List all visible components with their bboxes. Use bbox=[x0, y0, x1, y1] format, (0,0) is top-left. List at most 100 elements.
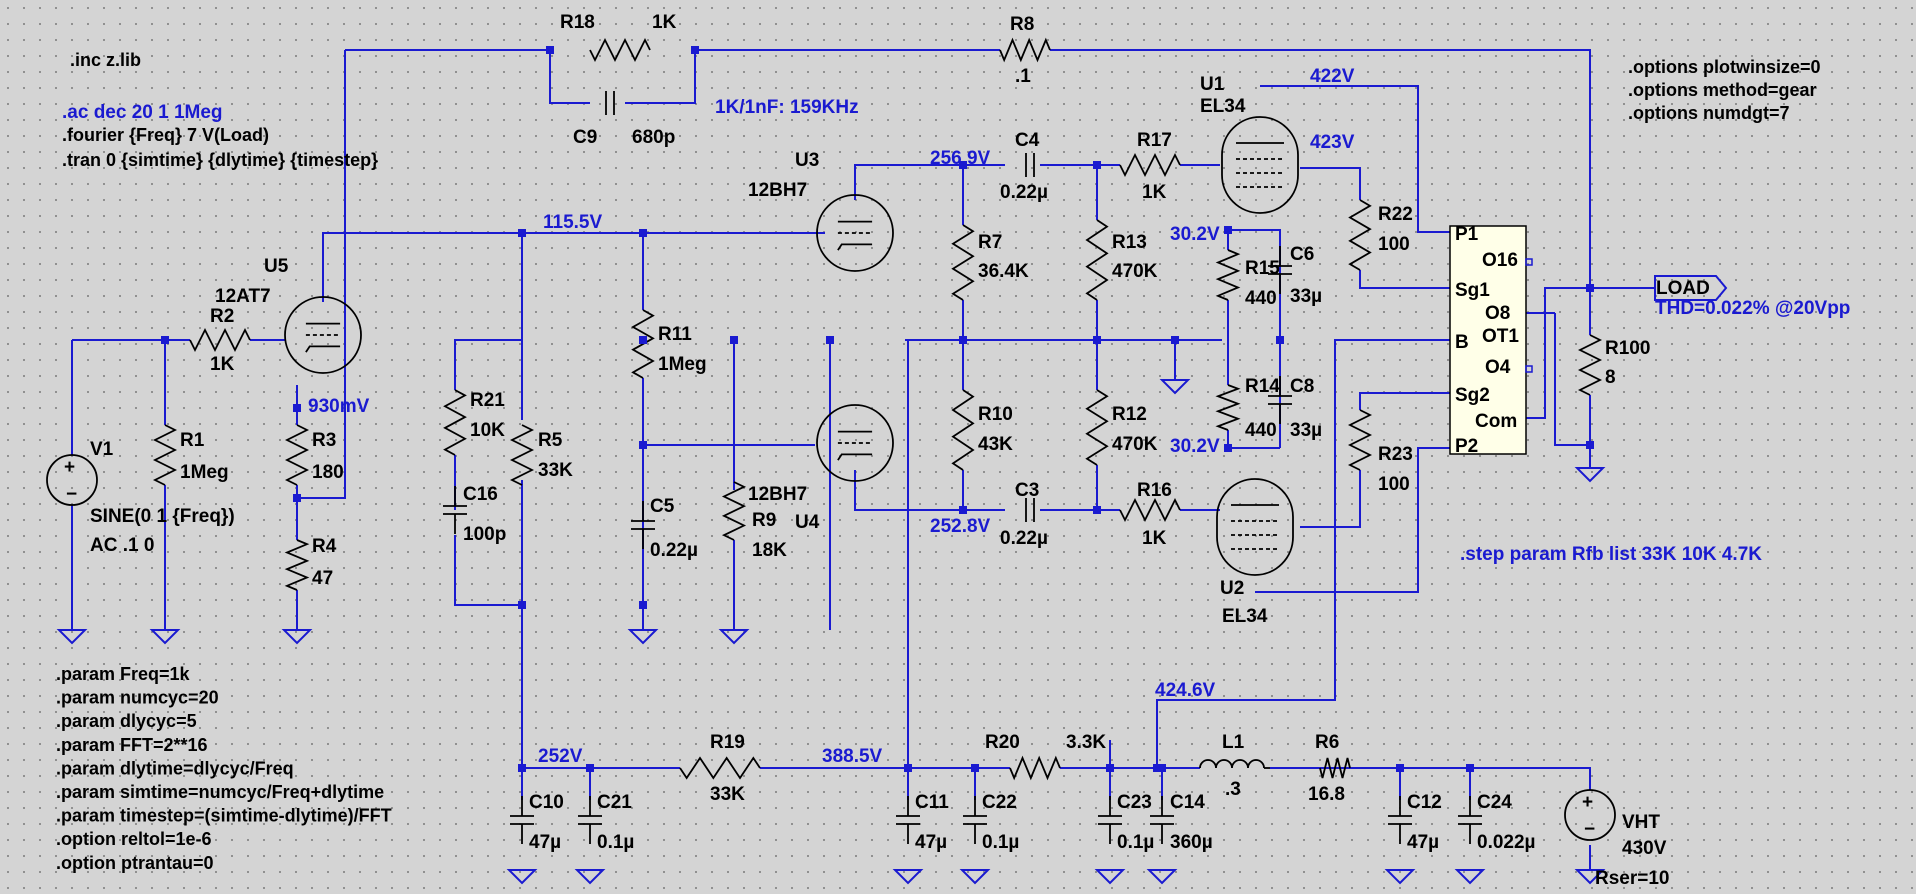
label-r22-name: R22 bbox=[1378, 204, 1413, 225]
label-u1-name: U1 bbox=[1200, 74, 1225, 95]
r12 bbox=[1085, 389, 1109, 466]
junction-10 bbox=[639, 441, 647, 449]
r16-zigzag bbox=[1119, 497, 1181, 523]
ground-0-symbol bbox=[56, 629, 88, 645]
r18 bbox=[589, 37, 651, 63]
ground-4 bbox=[718, 629, 750, 645]
param-line: .param dlycyc=5 bbox=[56, 711, 197, 731]
label-u2-model: EL34 bbox=[1222, 606, 1268, 627]
wire-34 bbox=[454, 535, 522, 606]
label-r10-value: 43K bbox=[978, 434, 1013, 455]
label-u3-name: U3 bbox=[795, 150, 819, 171]
junction-27 bbox=[904, 764, 912, 772]
label-c16-name: C16 bbox=[463, 484, 498, 505]
junction-25 bbox=[518, 764, 526, 772]
r5 bbox=[509, 424, 535, 486]
ground-1-symbol bbox=[149, 629, 181, 645]
wire-46 bbox=[854, 164, 963, 200]
c8 bbox=[1268, 376, 1292, 424]
label-r21-value: 10K bbox=[470, 420, 505, 441]
wire-24 bbox=[322, 232, 365, 302]
c21 bbox=[578, 796, 602, 844]
v1: +− bbox=[46, 454, 98, 506]
r7-zigzag bbox=[951, 224, 975, 301]
label-c14-name: C14 bbox=[1170, 792, 1205, 813]
u5-tube-cathode bbox=[305, 345, 341, 353]
r23 bbox=[1347, 409, 1373, 471]
directive-plotwinsize: .options plotwinsize=0 bbox=[1628, 57, 1821, 77]
junction-26 bbox=[586, 764, 594, 772]
label-r4-value: 47 bbox=[312, 568, 333, 589]
output-transformer-body bbox=[1449, 225, 1527, 455]
label-v1-ac: AC .1 0 bbox=[90, 535, 154, 556]
directive-numdgt: .options numdgt=7 bbox=[1628, 103, 1790, 123]
pin-sg1: Sg1 bbox=[1455, 280, 1490, 301]
label-c8-value: 33µ bbox=[1290, 420, 1322, 441]
pin-sg2: Sg2 bbox=[1455, 385, 1490, 406]
r18-zigzag bbox=[589, 37, 651, 63]
wire-76 bbox=[1359, 392, 1450, 410]
pin-o16: O16 bbox=[1482, 250, 1518, 271]
label-c8-name: C8 bbox=[1290, 376, 1314, 397]
label-c24-value: 0.022µ bbox=[1477, 832, 1536, 853]
label-vht-name: VHT bbox=[1622, 812, 1660, 833]
label-r7-value: 36.4K bbox=[978, 261, 1029, 282]
v1-body bbox=[46, 454, 98, 506]
c23 bbox=[1098, 796, 1122, 844]
r19-zigzag bbox=[679, 756, 761, 780]
r1 bbox=[152, 424, 178, 486]
r10-zigzag bbox=[951, 389, 975, 471]
r9 bbox=[721, 481, 747, 541]
ground-15 bbox=[1574, 467, 1606, 483]
u5-tube-envelope bbox=[284, 296, 362, 374]
label-c6-name: C6 bbox=[1290, 244, 1314, 265]
junction-29 bbox=[1106, 764, 1114, 772]
u1-tube bbox=[1221, 116, 1299, 214]
r20-zigzag bbox=[1009, 755, 1061, 781]
pin-b: B bbox=[1455, 332, 1469, 353]
junction-1 bbox=[691, 46, 699, 54]
param-line: .param FFT=2**16 bbox=[56, 735, 208, 755]
u2-tube-envelope bbox=[1216, 478, 1294, 576]
label-r20-value: 3.3K bbox=[1066, 732, 1106, 753]
wire-65 bbox=[1228, 229, 1281, 340]
label-c5-name: C5 bbox=[650, 496, 675, 517]
label-c3-value: 0.22µ bbox=[1000, 528, 1048, 549]
ground-9-symbol bbox=[1094, 869, 1126, 885]
c6 bbox=[1268, 246, 1292, 294]
voltage-v115: 115.5V bbox=[543, 212, 602, 233]
label-r23-name: R23 bbox=[1378, 444, 1413, 465]
junction-4 bbox=[293, 404, 301, 412]
ground-7 bbox=[892, 869, 924, 885]
label-r15-name: R15 bbox=[1245, 258, 1280, 279]
r2 bbox=[189, 327, 251, 353]
rc-corner-note: 1K/1nF: 159KHz bbox=[715, 97, 859, 118]
label-c12-name: C12 bbox=[1407, 792, 1442, 813]
label-u3-model: 12BH7 bbox=[748, 180, 807, 201]
label-vht-value: 430V bbox=[1622, 838, 1667, 859]
pin-com: Com bbox=[1475, 411, 1517, 432]
label-r23-value: 100 bbox=[1378, 474, 1410, 495]
r100 bbox=[1577, 334, 1603, 396]
label-c10-value: 47µ bbox=[529, 832, 561, 853]
transformer-open-pin-0 bbox=[1525, 258, 1533, 266]
junction-30 bbox=[1158, 764, 1166, 772]
label-c23-value: 0.1µ bbox=[1117, 832, 1154, 853]
label-r9-value: 18K bbox=[752, 540, 787, 561]
c11 bbox=[896, 796, 920, 844]
wire-74 bbox=[1255, 447, 1450, 593]
junction-24 bbox=[730, 336, 738, 344]
wire-78 bbox=[1156, 339, 1450, 768]
label-c9-name: C9 bbox=[573, 127, 597, 148]
wires bbox=[71, 49, 1655, 870]
ground-9 bbox=[1094, 869, 1126, 885]
wire-9 bbox=[1554, 313, 1590, 446]
r19 bbox=[679, 756, 761, 780]
label-r2-value: 1K bbox=[210, 354, 235, 375]
wire-75 bbox=[1300, 470, 1361, 528]
junction-22 bbox=[1586, 441, 1594, 449]
junction-5 bbox=[518, 229, 526, 237]
label-r6-value: 16.8 bbox=[1308, 784, 1345, 805]
